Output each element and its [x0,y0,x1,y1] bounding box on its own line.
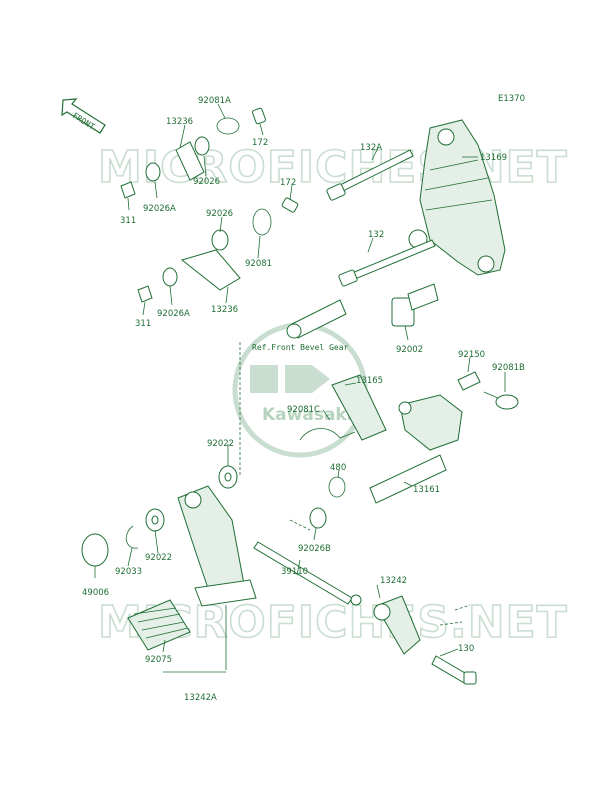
stud-92002-body [407,283,439,311]
label-92026B: 92026B [298,544,331,554]
label-13242: 13242 [380,576,407,586]
spring-92081C [299,428,356,441]
watermark-text-top: MICROFICHES.NET [98,142,568,193]
label-49006: 49006 [82,588,109,598]
label-92022-top: 92022 [207,439,234,449]
bracket-hole-top [437,128,455,146]
label-311-top: 311 [120,216,136,226]
bolt-132-head [338,269,358,287]
watermark: MICROFICHES.NET MICROFICHES.NET [97,141,568,649]
plate-13165 [331,374,387,441]
lever-pivot [184,491,202,509]
label-311-bottom: 311 [135,319,151,329]
label-13169: 13169 [480,153,507,163]
label-92081: 92081 [245,259,272,269]
washer-92026A-top [145,162,161,182]
label-92002: 92002 [396,345,423,355]
label-13242A: 13242A [184,693,217,703]
diagram-code: E1370 [498,94,525,104]
spring-92081B [495,394,519,410]
nut-311-bottom [137,285,153,303]
pin-92150 [457,371,481,391]
washer-92026-mid [211,229,229,251]
joint-13242-eye [373,603,391,621]
shift-shaft-arm [399,394,463,451]
label-130: 130 [458,644,474,654]
circlip-480 [328,476,346,498]
label-13236-bottom: 13236 [211,305,238,315]
pin-172-mid [281,197,299,213]
logo-block-left [250,365,278,393]
label-92026A-bottom: 92026A [157,309,190,319]
label-92075: 92075 [145,655,172,665]
shift-shaft-pin [398,401,412,415]
label-172-top: 172 [252,138,268,148]
washer-92026B [309,507,327,529]
washer-92026-top [194,136,210,156]
label-92081B: 92081B [492,363,525,373]
rod-39110-end [350,594,362,606]
dashed-leaders [289,519,471,626]
spring-92081A [216,117,240,135]
label-92026-mid: 92026 [206,209,233,219]
bracket-hole-bottom [477,255,495,273]
circlip-92033 [125,525,139,549]
label-172-mid: 172 [280,178,296,188]
label-132A: 132A [360,143,382,153]
bolt-132-shaft [351,239,436,280]
front-arrow-icon: FRONT [61,98,106,134]
label-13236-top: 13236 [166,117,193,127]
washer-92026A-bottom [162,267,178,287]
lever-pedal [194,579,257,607]
label-39110: 39110 [281,567,308,577]
rod-39110 [253,541,353,605]
bolt-132A-head [326,183,346,201]
pin-172-top [251,107,267,125]
label-92022-bottom: 92022 [145,553,172,563]
spring-92081B-tail [483,391,499,399]
label-13165: 13165 [356,376,383,386]
label-92033: 92033 [115,567,142,577]
cap-49006 [81,533,109,567]
shaft-stub-end [286,323,302,339]
label-92081A: 92081A [198,96,231,106]
link-13236-bottom [180,249,241,291]
label-13161: 13161 [413,485,440,495]
logo-block-right [285,365,330,393]
bracket-ribs [424,159,493,211]
label-92081C: 92081C [287,405,320,415]
shift-shaft-13161 [369,454,447,504]
label-92026-top: 92026 [193,177,220,187]
spring-92081 [252,208,272,236]
bracket-13169 [419,119,506,276]
nut-311-top [120,181,136,199]
label-480: 480 [330,463,346,473]
label-132: 132 [368,230,384,240]
rubber-92075 [127,599,191,651]
link-13236-top [175,141,205,181]
leader-lines [94,103,506,673]
label-92150: 92150 [458,350,485,360]
ref-front-bevel-gear: Ref.Front Bevel Gear [252,343,349,352]
label-92026A-top: 92026A [143,204,176,214]
stud-92002-head [391,297,415,327]
bolt-130-head [463,671,477,685]
